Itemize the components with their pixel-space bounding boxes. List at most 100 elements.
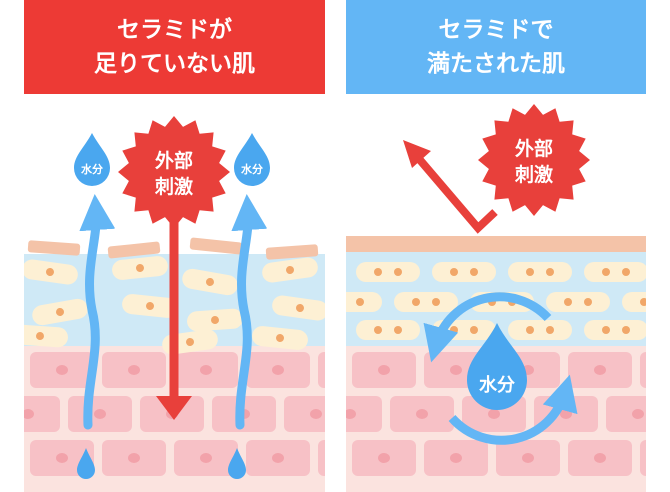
cell-nucleus	[416, 409, 428, 419]
ceramide-dot	[660, 298, 668, 306]
ceramide-dot	[470, 326, 478, 334]
right-deflected-arrowhead	[403, 140, 431, 168]
ceramide-cell	[32, 298, 88, 326]
ceramide-cell	[584, 262, 646, 282]
left-skin-layers	[24, 237, 325, 492]
cell-nucleus	[24, 409, 34, 419]
left-stimulus-arrowhead	[156, 396, 192, 420]
ceramide-dot	[526, 268, 534, 276]
cell-nucleus	[310, 409, 322, 419]
cell-nucleus	[272, 453, 284, 463]
cell-nucleus	[488, 409, 500, 419]
ceramide-dot	[622, 326, 630, 334]
right-stimulus-line2: 刺激	[515, 163, 553, 186]
ceramide-cell	[508, 262, 572, 282]
ceramide-dot	[546, 326, 554, 334]
ceramide-cell	[356, 320, 420, 340]
left-moisture-label-1: 水分	[81, 162, 103, 176]
cell-nucleus	[346, 409, 356, 419]
skin-cell	[284, 396, 325, 432]
skin-cell	[346, 396, 382, 432]
left-moisture-drop-1: 水分	[74, 133, 110, 186]
surface-flake	[189, 237, 243, 255]
cell-nucleus	[378, 365, 390, 375]
ceramide-dot	[374, 326, 382, 334]
ceramide-dot	[450, 326, 458, 334]
cell-nucleus	[632, 409, 644, 419]
ceramide-cell	[262, 257, 318, 283]
ceramide-cell	[584, 320, 646, 340]
cell-nucleus	[56, 365, 68, 375]
cell-nucleus	[594, 365, 606, 375]
left-surface-flakes	[27, 237, 319, 260]
cell-nucleus	[450, 453, 462, 463]
ceramide-cell	[187, 308, 243, 332]
surface-flake	[107, 241, 161, 259]
skin-cell	[24, 396, 60, 432]
surface-flake	[27, 240, 81, 256]
ceramide-cell	[182, 268, 238, 296]
ceramide-dot	[432, 298, 440, 306]
ceramide-dot	[336, 298, 344, 306]
ceramide-dot	[470, 268, 478, 276]
right-stimulus-line1: 外部	[515, 137, 553, 160]
left-moisture-arrow-2	[231, 194, 268, 430]
left-moisture-arrow-1	[79, 194, 116, 430]
right-stimulus-burst: 外部 刺激	[478, 104, 590, 216]
right-ordered-cells	[336, 262, 668, 340]
skin-cell	[640, 440, 646, 476]
right-cycle-arrow-bottom	[448, 374, 578, 445]
ceramide-cell	[122, 294, 178, 318]
cell-nucleus	[522, 453, 534, 463]
cell-nucleus	[594, 453, 606, 463]
ceramide-cell	[432, 262, 496, 282]
ceramide-dot	[356, 298, 364, 306]
ceramide-cell	[356, 262, 420, 282]
left-title-line1: セラミドが	[117, 17, 232, 43]
cell-nucleus	[128, 453, 140, 463]
skin-cell	[640, 352, 646, 388]
cell-nucleus	[200, 365, 212, 375]
ceramide-dot	[394, 326, 402, 334]
ceramide-dot	[412, 298, 420, 306]
left-stimulus-burst: 外部 刺激	[118, 116, 230, 228]
right-water-drop	[467, 323, 527, 410]
right-panel-header: セラミドで 満たされた肌	[346, 0, 646, 94]
ceramide-cell	[272, 295, 325, 321]
cell-nucleus	[666, 365, 670, 375]
cell-nucleus	[272, 365, 284, 375]
cell-nucleus	[94, 409, 106, 419]
cell-nucleus	[200, 453, 212, 463]
ceramide-dot	[602, 268, 610, 276]
left-cell-grid	[24, 352, 325, 476]
ceramide-dot	[374, 268, 382, 276]
ceramide-cell	[112, 256, 168, 280]
ceramide-cell	[346, 292, 382, 312]
skin-cell	[318, 352, 325, 388]
ceramide-dot	[546, 268, 554, 276]
cell-nucleus	[128, 365, 140, 375]
left-moisture-drop-2: 水分	[234, 133, 270, 186]
cell-nucleus	[666, 453, 670, 463]
ceramide-cell	[252, 326, 308, 350]
right-cycle-arrow-top	[423, 292, 552, 363]
cell-nucleus	[56, 453, 68, 463]
right-moisture-cycle: 水分	[423, 292, 578, 445]
ceramide-cell	[394, 292, 458, 312]
skin-cell	[318, 440, 325, 476]
ceramide-dot	[640, 298, 646, 306]
ceramide-dot	[564, 298, 572, 306]
ceramide-dot	[584, 298, 592, 306]
cell-nucleus	[378, 453, 390, 463]
ceramide-dot	[622, 268, 630, 276]
right-deflected-arrow	[416, 157, 498, 234]
right-title-line2: 満たされた肌	[427, 51, 565, 77]
ceramide-dot	[602, 326, 610, 334]
surface-flake	[265, 244, 319, 260]
left-stimulus-line1: 外部	[155, 149, 193, 172]
cell-nucleus	[450, 365, 462, 375]
left-title-line2: 足りていない肌	[94, 51, 255, 77]
left-panel-header: セラミドが 足りていない肌	[24, 0, 325, 94]
